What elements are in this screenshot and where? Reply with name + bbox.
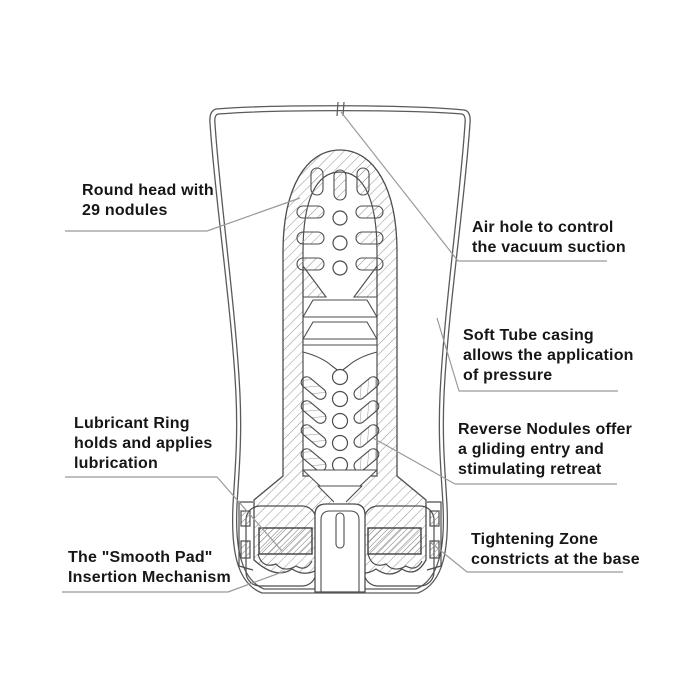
leader-lubricant-ring <box>65 476 283 552</box>
air-hole-notch <box>336 101 345 117</box>
lubricant-ring-right <box>367 527 422 555</box>
base-clips <box>238 501 442 571</box>
smooth-pad-right <box>367 553 423 570</box>
label-line: Round head with <box>82 182 214 199</box>
leader-smooth-pad <box>62 570 286 593</box>
label-line: Reverse Nodules offer <box>458 421 633 438</box>
label-line: allows the application <box>463 347 634 364</box>
label-line: The "Smooth Pad" <box>68 549 213 566</box>
label-soft-tube: Soft Tube casing allows the application … <box>463 326 634 386</box>
label-line: 29 nodules <box>82 202 168 219</box>
label-line: Insertion Mechanism <box>68 569 231 586</box>
label-tightening-zone: Tightening Zone constricts at the base <box>471 530 640 570</box>
label-line: Air hole to control <box>472 219 614 236</box>
label-reverse-nodules: Reverse Nodules offer a gliding entry an… <box>458 420 632 480</box>
center-holes <box>331 210 349 474</box>
label-line: constricts at the base <box>471 551 640 568</box>
entry-slot <box>335 512 345 549</box>
label-line: stimulating retreat <box>458 461 602 478</box>
leader-round-head <box>65 197 301 232</box>
lubricant-rings <box>258 527 422 555</box>
label-line: a gliding entry and <box>458 441 605 458</box>
leader-soft-tube <box>436 317 618 392</box>
label-line: Soft Tube casing <box>463 327 594 344</box>
leader-air-hole <box>340 111 607 262</box>
label-line: Lubricant Ring <box>74 415 190 432</box>
leader-tightening-zone <box>429 541 623 573</box>
head-nodules <box>296 167 384 271</box>
smooth-pad-left <box>257 553 313 570</box>
label-smooth-pad: The "Smooth Pad" Insertion Mechanism <box>68 548 231 588</box>
label-line: lubrication <box>74 455 158 472</box>
leader-reverse-nodules <box>372 437 617 485</box>
label-line: Tightening Zone <box>471 531 599 548</box>
label-round-head: Round head with 29 nodules <box>82 181 214 221</box>
label-line: the vacuum suction <box>472 239 626 256</box>
leader-lines <box>62 111 623 593</box>
entry-channel <box>314 503 366 593</box>
label-air-hole: Air hole to control the vacuum suction <box>472 218 626 258</box>
label-line: holds and applies <box>74 435 213 452</box>
base-clip-left <box>238 501 254 571</box>
label-line: of pressure <box>463 367 553 384</box>
label-lubricant-ring: Lubricant Ring holds and applies lubrica… <box>74 414 213 474</box>
lubricant-ring-left <box>258 527 313 555</box>
rib-discs <box>302 299 378 373</box>
outer-casing <box>209 105 471 594</box>
sleeve-neck <box>302 264 378 298</box>
reverse-nodule-fins <box>300 376 380 472</box>
